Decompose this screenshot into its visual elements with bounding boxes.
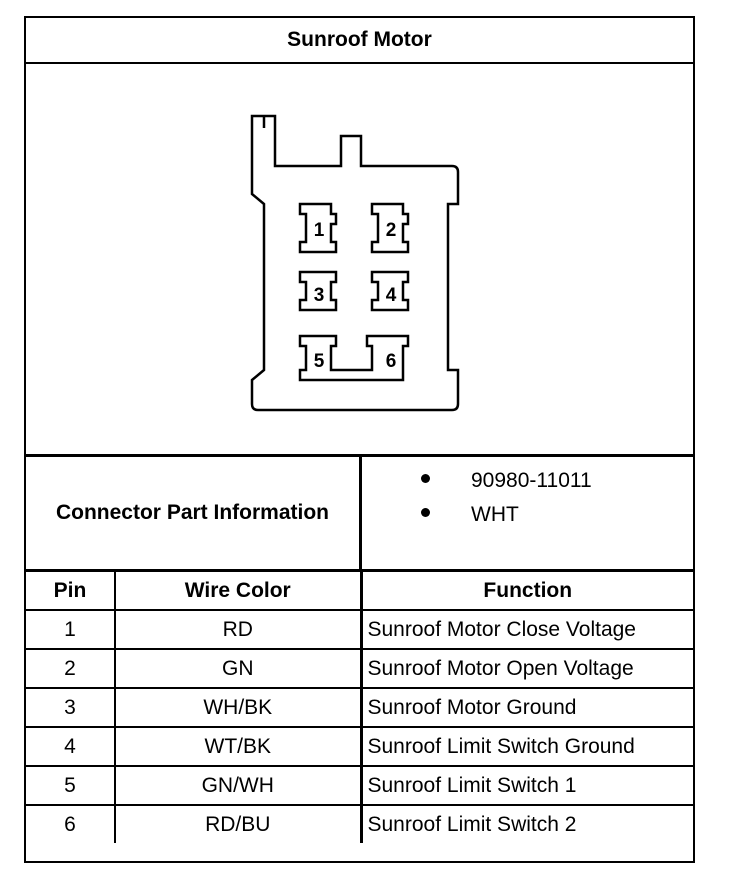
- pin-cavity-4: [370, 270, 410, 312]
- table-row: 5 GN/WH Sunroof Limit Switch 1: [26, 765, 693, 806]
- pin-number: 5: [26, 765, 116, 806]
- wire-color: GN/WH: [114, 765, 362, 806]
- header-pin: Pin: [26, 572, 116, 611]
- bullet-icon: [421, 474, 430, 483]
- pin-cavity-5-6: [298, 334, 410, 382]
- pin-number: 6: [26, 804, 116, 843]
- table-row: 1 RD Sunroof Motor Close Voltage: [26, 609, 693, 650]
- pin-label-6: 6: [386, 351, 397, 372]
- pin-number: 1: [26, 609, 116, 650]
- pin-label-4: 4: [386, 285, 397, 306]
- header-function: Function: [359, 572, 693, 611]
- part-info-item: WHT: [365, 503, 693, 529]
- pin-number: 3: [26, 687, 116, 728]
- pin-table: Pin Wire Color Function 1 RD Sunroof Mot…: [26, 572, 693, 843]
- wire-color: WH/BK: [114, 687, 362, 728]
- part-number: 90980-11011: [471, 469, 592, 492]
- pin-function: Sunroof Limit Switch 2: [359, 804, 693, 843]
- pin-label-3: 3: [314, 285, 325, 306]
- pin-number: 4: [26, 726, 116, 767]
- part-info-label: Connector Part Information: [26, 457, 362, 569]
- bullet-icon: [421, 508, 430, 517]
- connector-sheet: Sunroof Motor 1: [24, 16, 695, 863]
- connector-diagram: 1 2 3 4 5 6: [26, 64, 693, 454]
- table-row: 2 GN Sunroof Motor Open Voltage: [26, 648, 693, 689]
- pin-label-5: 5: [314, 351, 325, 372]
- table-row: 6 RD/BU Sunroof Limit Switch 2: [26, 804, 693, 843]
- connector-part-info: Connector Part Information 90980-11011 W…: [26, 454, 693, 572]
- table-row: 4 WT/BK Sunroof Limit Switch Ground: [26, 726, 693, 767]
- wire-color: RD/BU: [114, 804, 362, 843]
- pin-function: Sunroof Limit Switch 1: [359, 765, 693, 806]
- connector-color: WHT: [471, 503, 519, 526]
- part-info-item: 90980-11011: [365, 469, 693, 495]
- sheet-title: Sunroof Motor: [26, 18, 693, 64]
- wire-color: RD: [114, 609, 362, 650]
- pin-function: Sunroof Motor Ground: [359, 687, 693, 728]
- pin-function: Sunroof Motor Close Voltage: [359, 609, 693, 650]
- wire-color: WT/BK: [114, 726, 362, 767]
- table-header-row: Pin Wire Color Function: [26, 572, 693, 611]
- pin-number: 2: [26, 648, 116, 689]
- connector-face-drawing: 1 2 3 4 5 6: [250, 114, 460, 412]
- pin-label-2: 2: [386, 220, 397, 241]
- wire-color: GN: [114, 648, 362, 689]
- header-wire-color: Wire Color: [114, 572, 362, 611]
- pin-cavity-1: [298, 202, 338, 254]
- table-row: 3 WH/BK Sunroof Motor Ground: [26, 687, 693, 728]
- pin-cavity-2: [370, 202, 410, 254]
- pin-cavity-3: [298, 270, 338, 312]
- part-info-list: 90980-11011 WHT: [365, 457, 693, 569]
- pin-label-1: 1: [314, 220, 325, 241]
- pin-function: Sunroof Limit Switch Ground: [359, 726, 693, 767]
- connector-housing: [250, 114, 460, 412]
- pin-function: Sunroof Motor Open Voltage: [359, 648, 693, 689]
